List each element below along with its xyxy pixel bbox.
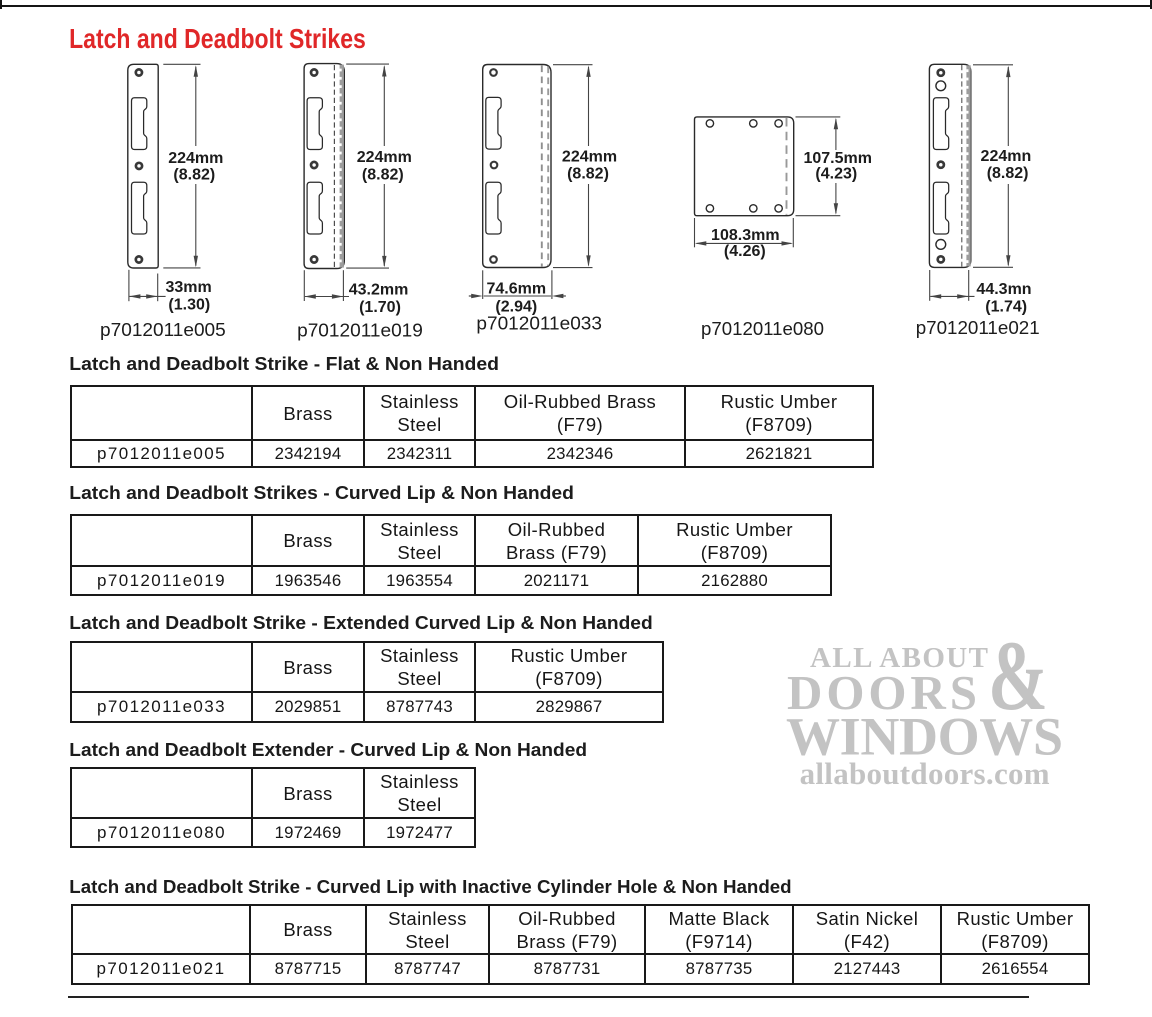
svg-text:Latch and Deadbolt Strike - Cu: Latch and Deadbolt Strike - Curved Lip w… — [69, 876, 791, 897]
svg-text:Latch and Deadbolt Strikes: Latch and Deadbolt Strikes — [69, 23, 366, 54]
svg-text:(4.26): (4.26) — [724, 243, 766, 260]
svg-text:33mm: 33mm — [165, 279, 211, 296]
svg-text:(8.82): (8.82) — [987, 165, 1029, 182]
svg-text:Latch and Deadbolt Strike - Fl: Latch and Deadbolt Strike - Flat & Non H… — [69, 353, 499, 374]
svg-text:allaboutdoors.com: allaboutdoors.com — [800, 756, 1050, 791]
svg-text:224mm: 224mm — [357, 149, 412, 166]
svg-text:(4.23): (4.23) — [815, 165, 857, 182]
svg-text:(1.70): (1.70) — [359, 299, 401, 316]
svg-text:(2.94): (2.94) — [495, 299, 537, 316]
svg-text:p7012011e021: p7012011e021 — [916, 317, 1040, 338]
svg-text:44.3mn: 44.3mn — [976, 281, 1031, 298]
svg-text:Latch and Deadbolt Strike - Ex: Latch and Deadbolt Strike - Extended Cur… — [69, 612, 652, 633]
svg-text:p7012011e019: p7012011e019 — [297, 319, 423, 340]
svg-text:Latch and Deadbolt Strikes - C: Latch and Deadbolt Strikes - Curved Lip … — [69, 482, 574, 503]
svg-text:224mn: 224mn — [981, 148, 1032, 165]
svg-text:p7012011e033: p7012011e033 — [476, 312, 602, 333]
svg-text:&: & — [988, 620, 1048, 731]
svg-text:(1.74): (1.74) — [985, 299, 1027, 316]
svg-text:43.2mm: 43.2mm — [349, 281, 409, 298]
svg-text:WINDOWS: WINDOWS — [786, 707, 1063, 767]
svg-text:74.6mm: 74.6mm — [487, 281, 547, 298]
svg-text:p7012011e080: p7012011e080 — [701, 318, 824, 339]
svg-text:(8.82): (8.82) — [362, 166, 404, 183]
svg-text:224mm: 224mm — [562, 148, 617, 165]
svg-text:(8.82): (8.82) — [567, 166, 609, 183]
svg-text:Latch and Deadbolt Extender -: Latch and Deadbolt Extender - Curved Lip… — [69, 739, 587, 760]
svg-text:(8.82): (8.82) — [173, 167, 215, 184]
svg-text:108.3mm: 108.3mm — [711, 227, 780, 244]
svg-text:DOORS: DOORS — [787, 665, 977, 720]
svg-text:p7012011e005: p7012011e005 — [100, 319, 226, 340]
svg-text:(1.30): (1.30) — [168, 296, 210, 313]
svg-text:107.5mm: 107.5mm — [803, 150, 872, 167]
svg-text:224mm: 224mm — [168, 150, 223, 167]
svg-text:ALL ABOUT: ALL ABOUT — [810, 642, 990, 674]
